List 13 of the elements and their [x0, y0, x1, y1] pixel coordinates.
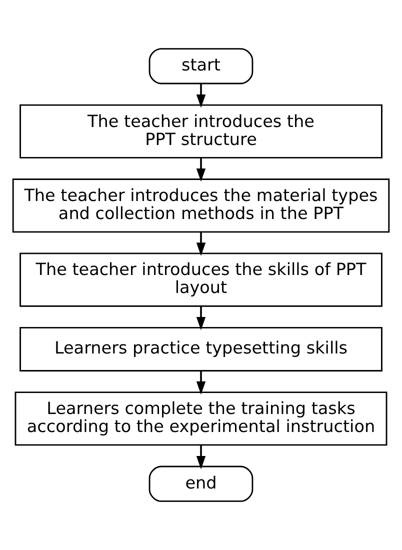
node-box: The teacher introduces the skills of PPT layout: [20, 252, 382, 307]
arrow: [196, 84, 206, 108]
arrow: [196, 306, 206, 330]
arrow: [196, 370, 206, 395]
node-box: Learners complete the training tasks according to the experimental instruction: [14, 392, 388, 446]
node-box: start: [148, 48, 254, 84]
arrow: [196, 232, 206, 256]
arrow: [196, 158, 206, 182]
node-box: The teacher introduces the material types and collection methods in the PPT: [12, 178, 390, 233]
node-box: Learners practice typesetting skills: [20, 326, 382, 372]
node-box: end: [148, 466, 254, 502]
node-box: The teacher introduces the PPT structure: [20, 104, 382, 158]
arrow: [196, 445, 206, 470]
